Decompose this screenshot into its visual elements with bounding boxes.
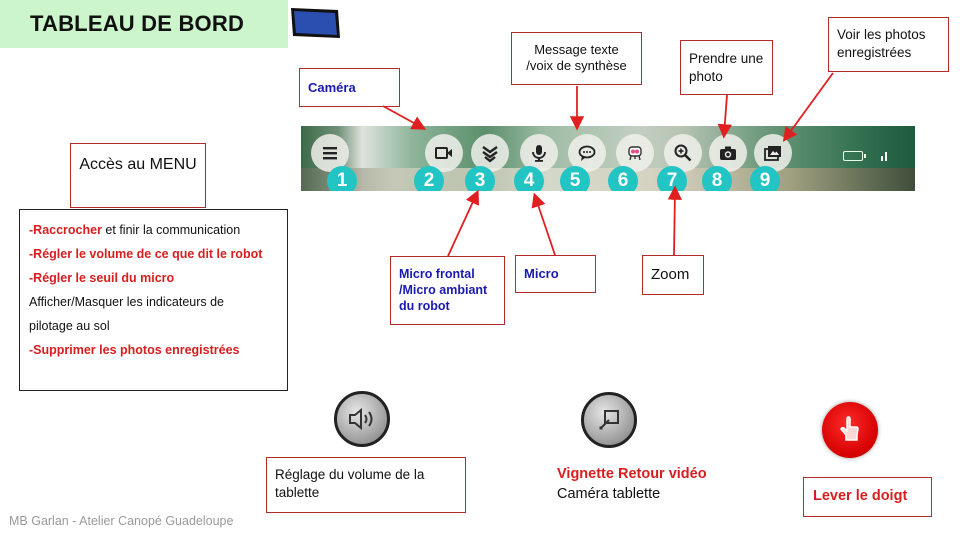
callout-message: Message texte /voix de synthèse (511, 32, 642, 85)
menu-items-list: -Raccrocher et finir la communication -R… (19, 209, 288, 391)
message-button[interactable] (568, 134, 606, 172)
menu-item: -Supprimer les photos enregistrées (29, 343, 240, 357)
video-camera-icon (435, 147, 452, 159)
badge-9: 9 (750, 166, 780, 191)
tablet-volume-button[interactable] (334, 391, 390, 447)
battery-icon (843, 151, 866, 161)
photo-gallery-icon (764, 146, 781, 161)
zoom-in-icon (674, 144, 692, 162)
callout-micro-frontal: Micro frontal /Micro ambiant du robot (390, 256, 505, 325)
badge-4: 4 (514, 166, 544, 191)
raise-finger-button[interactable] (822, 402, 878, 458)
menu-item: -Régler le volume de ce que dit le robot (29, 247, 263, 261)
video-thumbnail-button[interactable] (581, 392, 637, 448)
badge-6: 6 (608, 166, 638, 191)
robot-face-icon (628, 146, 642, 161)
microphone-button[interactable] (520, 134, 558, 172)
microphone-icon (532, 145, 546, 162)
page-title: TABLEAU DE BORD (30, 11, 245, 36)
hand-pointer-icon (840, 416, 859, 441)
badge-7: 7 (657, 166, 687, 191)
callout-camera: Caméra (299, 68, 400, 107)
chevrons-down-icon (482, 146, 498, 163)
micro-mode-button[interactable] (471, 134, 509, 172)
menu-item: Afficher/Masquer les indicateurs de pilo… (29, 295, 225, 333)
callout-raise-finger: Lever le doigt (803, 477, 932, 517)
chat-bubble-icon (578, 145, 596, 161)
callout-view-photos: Voir les photos enregistrées (828, 17, 949, 72)
menu-item: -Raccrocher et finir la communication (29, 223, 241, 237)
callout-zoom: Zoom (642, 255, 704, 295)
menu-icon (323, 147, 337, 160)
callout-take-photo: Prendre une photo (680, 40, 773, 95)
camera-button[interactable] (425, 134, 463, 172)
robot-control-toolbar: 1 2 3 4 5 6 7 8 9 (301, 126, 915, 191)
arrow-micro-frontal (447, 189, 480, 257)
tablet-icon (291, 8, 340, 38)
badge-5: 5 (560, 166, 590, 191)
badge-3: 3 (465, 166, 495, 191)
arrow-camera (382, 105, 427, 130)
vignette-subtitle: Caméra tablette (557, 486, 661, 502)
title-banner: TABLEAU DE BORD (0, 0, 288, 48)
badge-2: 2 (414, 166, 444, 191)
take-photo-button[interactable] (709, 134, 747, 172)
minimize-window-icon (599, 410, 619, 430)
callout-menu: Accès au MENU (70, 143, 206, 208)
speaker-icon (349, 407, 373, 431)
robot-face-button[interactable] (616, 134, 654, 172)
callout-tablet-volume: Réglage du volume de la tablette (266, 457, 466, 513)
footer-credit: MB Garlan - Atelier Canopé Guadeloupe (9, 514, 234, 528)
arrow-micro (531, 192, 556, 256)
zoom-button[interactable] (664, 134, 702, 172)
vignette-title: Vignette Retour vidéo (557, 466, 707, 482)
badge-1: 1 (327, 166, 357, 191)
badge-8: 8 (702, 166, 732, 191)
arrow-zoom (667, 185, 683, 256)
callout-micro: Micro (515, 255, 596, 293)
photo-camera-icon (720, 146, 736, 160)
menu-item: -Régler le seuil du micro (29, 271, 175, 285)
menu-button[interactable] (311, 134, 349, 172)
signal-icon (881, 152, 889, 161)
